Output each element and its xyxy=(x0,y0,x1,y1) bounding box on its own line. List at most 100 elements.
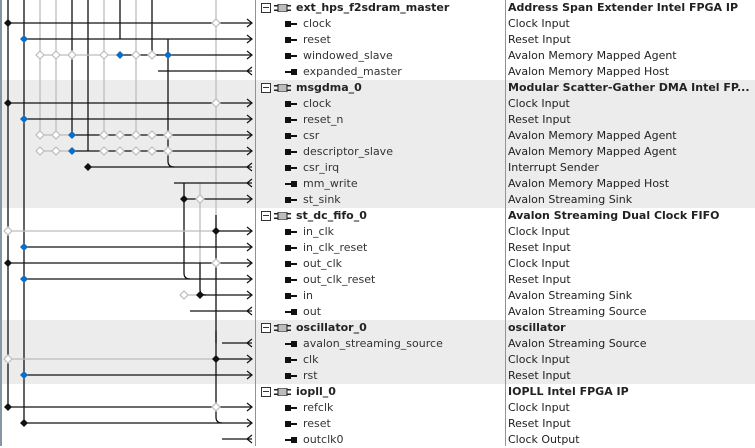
open-connection-node-icon[interactable] xyxy=(163,146,173,156)
connection-node-icon[interactable] xyxy=(212,227,220,235)
open-connection-node-icon[interactable] xyxy=(51,50,61,60)
open-connection-node-icon[interactable] xyxy=(147,130,157,140)
port-in-icon xyxy=(285,165,297,171)
collapse-toggle-icon[interactable] xyxy=(261,387,271,397)
open-connection-node-icon[interactable] xyxy=(99,130,109,140)
open-connection-node-icon[interactable] xyxy=(67,50,77,60)
open-connection-node-icon[interactable] xyxy=(51,146,61,156)
collapse-toggle-icon[interactable] xyxy=(261,323,271,333)
port-description: Avalon Memory Mapped Agent xyxy=(508,129,677,142)
name-cell: in xyxy=(256,288,505,304)
connection-node-icon[interactable] xyxy=(212,355,220,363)
port-in-icon xyxy=(285,53,297,59)
connection-node-blue-icon[interactable] xyxy=(20,243,28,251)
port-description: Avalon Memory Mapped Agent xyxy=(508,49,677,62)
connection-node-icon[interactable] xyxy=(4,259,12,267)
connection-node-blue-icon[interactable] xyxy=(20,371,28,379)
open-connection-node-icon[interactable] xyxy=(3,226,13,236)
open-connection-node-icon[interactable] xyxy=(35,50,45,60)
port-out-icon xyxy=(285,341,297,347)
component-name: st_dc_fifo_0 xyxy=(296,209,367,222)
arrow-out-icon xyxy=(246,178,253,188)
name-cell: mm_write xyxy=(256,176,505,192)
port-name: mm_write xyxy=(303,177,358,190)
connection-node-blue-icon[interactable] xyxy=(20,275,28,283)
module-icon xyxy=(274,84,291,92)
open-connection-node-icon[interactable] xyxy=(3,354,13,364)
open-connection-node-icon[interactable] xyxy=(131,130,141,140)
open-connection-node-icon[interactable] xyxy=(35,130,45,140)
port-in-icon xyxy=(285,133,297,139)
arrow-in-icon xyxy=(246,226,253,236)
connections-panel xyxy=(2,0,256,444)
connection-node-icon[interactable] xyxy=(84,163,92,171)
collapse-toggle-icon[interactable] xyxy=(261,211,271,221)
arrow-out-icon xyxy=(246,338,253,348)
connection-node-icon[interactable] xyxy=(180,195,188,203)
port-row[interactable]: out Avalon Streaming Source xyxy=(256,304,755,320)
open-connection-node-icon[interactable] xyxy=(147,50,157,60)
name-cell: csr_irq xyxy=(256,160,505,176)
port-description: Clock Input xyxy=(508,97,570,110)
port-in-icon xyxy=(285,373,297,379)
connection-node-icon[interactable] xyxy=(196,291,204,299)
connection-node-blue-icon[interactable] xyxy=(20,115,28,123)
collapse-toggle-icon[interactable] xyxy=(261,3,271,13)
name-cell: clock xyxy=(256,16,505,32)
connection-node-icon[interactable] xyxy=(20,419,28,427)
connection-node-blue-icon[interactable] xyxy=(116,51,124,59)
port-description: Avalon Streaming Source xyxy=(508,305,647,318)
open-connection-node-icon[interactable] xyxy=(51,130,61,140)
open-connection-node-icon[interactable] xyxy=(99,146,109,156)
open-connection-node-icon[interactable] xyxy=(99,50,109,60)
port-name: out xyxy=(303,305,322,318)
connection-node-icon[interactable] xyxy=(4,99,12,107)
open-connection-node-icon[interactable] xyxy=(115,130,125,140)
collapse-toggle-icon[interactable] xyxy=(261,83,271,93)
connection-node-blue-icon[interactable] xyxy=(164,51,172,59)
name-cell: in_clk xyxy=(256,224,505,240)
component-name: oscillator_0 xyxy=(296,321,367,334)
open-connection-node-icon[interactable] xyxy=(211,18,221,28)
open-connection-node-icon[interactable] xyxy=(131,50,141,60)
module-icon xyxy=(274,212,291,220)
open-connection-node-icon[interactable] xyxy=(211,258,221,268)
name-cell: st_dc_fifo_0 xyxy=(256,208,505,224)
connection-node-blue-icon[interactable] xyxy=(68,147,76,155)
arrow-out-icon xyxy=(246,434,253,444)
open-connection-node-icon[interactable] xyxy=(163,130,173,140)
name-cell: ext_hps_f2sdram_master xyxy=(256,0,505,16)
open-connection-node-icon[interactable] xyxy=(211,402,221,412)
open-connection-node-icon[interactable] xyxy=(131,146,141,156)
connection-node-icon[interactable] xyxy=(4,19,12,27)
port-name: reset xyxy=(303,417,331,430)
open-connection-node-icon[interactable] xyxy=(195,194,205,204)
port-name: reset_n xyxy=(303,113,344,126)
connection-node-blue-icon[interactable] xyxy=(20,35,28,43)
connection-node-icon[interactable] xyxy=(4,403,12,411)
open-connection-node-icon[interactable] xyxy=(147,146,157,156)
name-cell: reset_n xyxy=(256,112,505,128)
open-connection-node-icon[interactable] xyxy=(179,290,189,300)
connection-node-blue-icon[interactable] xyxy=(68,131,76,139)
open-connection-node-icon[interactable] xyxy=(211,98,221,108)
open-connection-node-icon[interactable] xyxy=(35,146,45,156)
open-connection-node-icon[interactable] xyxy=(115,146,125,156)
